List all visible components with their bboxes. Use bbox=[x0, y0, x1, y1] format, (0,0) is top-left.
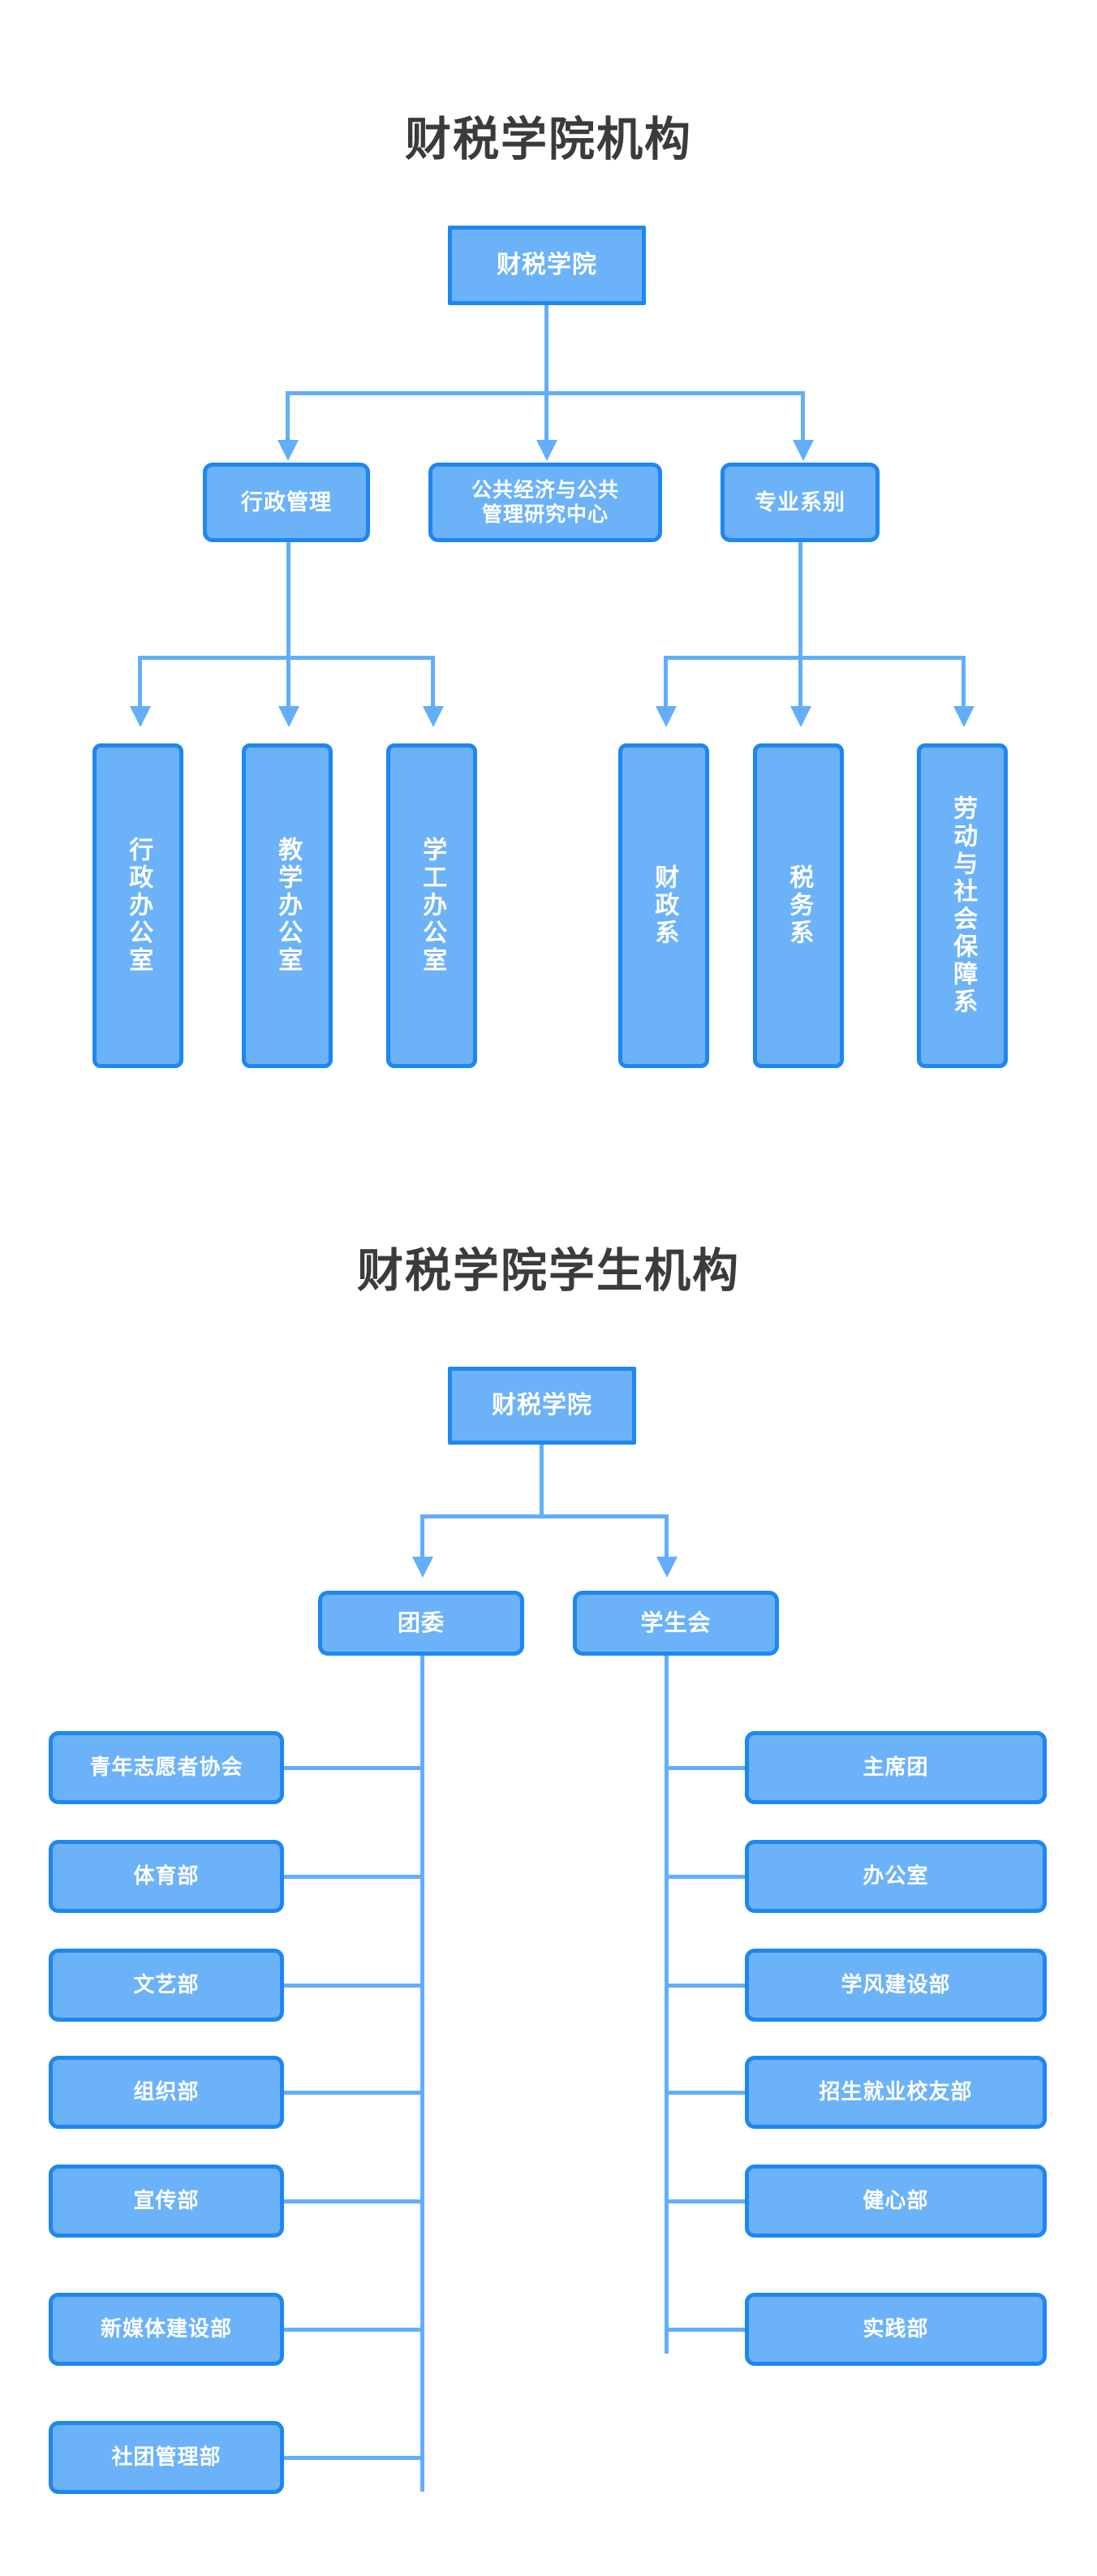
node-student-affairs-office[interactable]: 学工办公室 bbox=[386, 743, 477, 1068]
arrow-into-office3 bbox=[423, 706, 444, 727]
connector-drop-office1 bbox=[138, 656, 142, 706]
node-label: 实践部 bbox=[863, 2316, 929, 2341]
node-label: 健心部 bbox=[863, 2188, 929, 2213]
node-label-line2: 管理研究中心 bbox=[481, 503, 609, 526]
list-item-right-4[interactable]: 招生就业校友部 bbox=[745, 2056, 1047, 2129]
node-label: 劳动与社会保障系 bbox=[949, 795, 977, 1016]
connector-left-row-4 bbox=[206, 2091, 420, 2095]
connector-drop-dept1 bbox=[664, 656, 668, 706]
arrow-into-student-union bbox=[656, 1557, 678, 1578]
node-label: 组织部 bbox=[133, 2079, 200, 2104]
node-label: 财政系 bbox=[651, 864, 678, 947]
connector-drop-dept3 bbox=[961, 656, 966, 706]
connector-drop-office3 bbox=[431, 656, 435, 706]
list-item-right-2[interactable]: 办公室 bbox=[745, 1840, 1047, 1913]
list-item-right-3[interactable]: 学风建设部 bbox=[745, 1949, 1047, 2022]
node-youth-league-committee[interactable]: 团委 bbox=[318, 1591, 524, 1656]
node-administration[interactable]: 行政管理 bbox=[203, 463, 370, 542]
node-label: 税务系 bbox=[785, 864, 813, 947]
connector-drop-office2 bbox=[286, 656, 290, 706]
node-label-multiline: 公共经济与公共 管理研究中心 bbox=[471, 478, 619, 528]
node-label: 青年志愿者协会 bbox=[89, 1755, 243, 1780]
arrow-into-l2a bbox=[277, 440, 299, 461]
connector-student-union-spine bbox=[665, 1656, 669, 2354]
connector-admin-stem bbox=[286, 542, 290, 656]
arrow-into-l2b bbox=[536, 440, 557, 461]
list-item-left-5[interactable]: 宣传部 bbox=[49, 2165, 284, 2238]
node-label: 行政办公室 bbox=[125, 837, 153, 975]
connector-left-row-1 bbox=[206, 1766, 420, 1770]
arrow-into-youth-league bbox=[412, 1557, 433, 1578]
list-item-left-4[interactable]: 组织部 bbox=[49, 2056, 284, 2129]
chart1-title: 财税学院机构 bbox=[405, 114, 692, 166]
node-label: 专业系别 bbox=[755, 489, 845, 515]
node-public-finance-dept[interactable]: 财政系 bbox=[618, 743, 709, 1068]
node-label: 新媒体建设部 bbox=[100, 2316, 232, 2341]
connector-drop-youth-league bbox=[420, 1514, 424, 1557]
connector-left-row-3 bbox=[206, 1984, 420, 1988]
connector-depts-stem bbox=[798, 542, 802, 656]
list-item-right-5[interactable]: 健心部 bbox=[745, 2165, 1047, 2238]
arrow-into-dept1 bbox=[656, 706, 677, 727]
node-label: 学风建设部 bbox=[841, 1972, 951, 1997]
list-item-left-6[interactable]: 新媒体建设部 bbox=[49, 2293, 284, 2366]
list-item-right-1-box[interactable]: 主席团 bbox=[745, 1731, 1047, 1804]
node-root-college[interactable]: 财税学院 bbox=[448, 226, 646, 305]
list-item-right-6[interactable]: 实践部 bbox=[745, 2293, 1047, 2366]
node-admin-office[interactable]: 行政办公室 bbox=[92, 743, 183, 1068]
node-departments[interactable]: 专业系别 bbox=[721, 463, 880, 542]
node-label: 学工办公室 bbox=[419, 837, 446, 975]
connector-depts-bus bbox=[664, 656, 966, 660]
connector-student-bus bbox=[420, 1514, 669, 1518]
connector-drop-dept2 bbox=[798, 656, 802, 706]
node-label: 教学办公室 bbox=[274, 837, 302, 975]
arrow-into-l2c bbox=[793, 440, 814, 461]
connector-drop-student-union bbox=[665, 1514, 669, 1557]
node-label: 财税学院 bbox=[492, 1391, 592, 1419]
arrow-into-dept3 bbox=[953, 706, 974, 727]
connector-left-row-6 bbox=[206, 2328, 420, 2332]
connector-drop-l2b bbox=[544, 391, 548, 440]
node-label: 招生就业校友部 bbox=[819, 2079, 973, 2104]
node-label: 宣传部 bbox=[133, 2188, 200, 2213]
node-label: 学生会 bbox=[640, 1609, 712, 1635]
node-research-center[interactable]: 公共经济与公共 管理研究中心 bbox=[428, 463, 662, 542]
connector-left-row-2 bbox=[206, 1875, 420, 1879]
connector-left-row-7 bbox=[206, 2456, 420, 2460]
node-label: 财税学院 bbox=[497, 251, 597, 278]
node-label: 主席团 bbox=[863, 1755, 929, 1780]
node-label: 体育部 bbox=[133, 1863, 200, 1889]
node-labor-social-security-dept[interactable]: 劳动与社会保障系 bbox=[917, 743, 1008, 1068]
node-student-root-college[interactable]: 财税学院 bbox=[448, 1367, 636, 1445]
connector-drop-l2a bbox=[286, 391, 290, 440]
arrow-into-office2 bbox=[278, 706, 299, 727]
node-label: 行政管理 bbox=[241, 489, 332, 515]
connector-youth-league-spine bbox=[420, 1656, 424, 2492]
node-label: 团委 bbox=[397, 1609, 445, 1635]
connector-drop-l2c bbox=[801, 391, 805, 440]
node-student-union[interactable]: 学生会 bbox=[573, 1591, 779, 1656]
node-taxation-dept[interactable]: 税务系 bbox=[753, 743, 844, 1068]
node-label: 办公室 bbox=[863, 1863, 929, 1889]
list-item-left-2[interactable]: 体育部 bbox=[49, 1840, 284, 1913]
node-teaching-office[interactable]: 教学办公室 bbox=[242, 743, 333, 1068]
chart2-title: 财税学院学生机构 bbox=[357, 1245, 740, 1297]
list-item-left-1[interactable]: 青年志愿者协会 bbox=[49, 1731, 284, 1804]
connector-student-root-stem bbox=[540, 1445, 544, 1514]
list-item-left-3[interactable]: 文艺部 bbox=[49, 1949, 284, 2022]
node-label: 文艺部 bbox=[133, 1972, 200, 1997]
node-label-line1: 公共经济与公共 bbox=[471, 478, 619, 502]
connector-left-row-5 bbox=[206, 2199, 420, 2203]
connector-root-stem bbox=[544, 305, 548, 391]
arrow-into-dept2 bbox=[790, 706, 811, 727]
list-item-left-7[interactable]: 社团管理部 bbox=[49, 2421, 284, 2494]
arrow-into-office1 bbox=[130, 706, 151, 727]
node-label: 社团管理部 bbox=[111, 2445, 222, 2470]
